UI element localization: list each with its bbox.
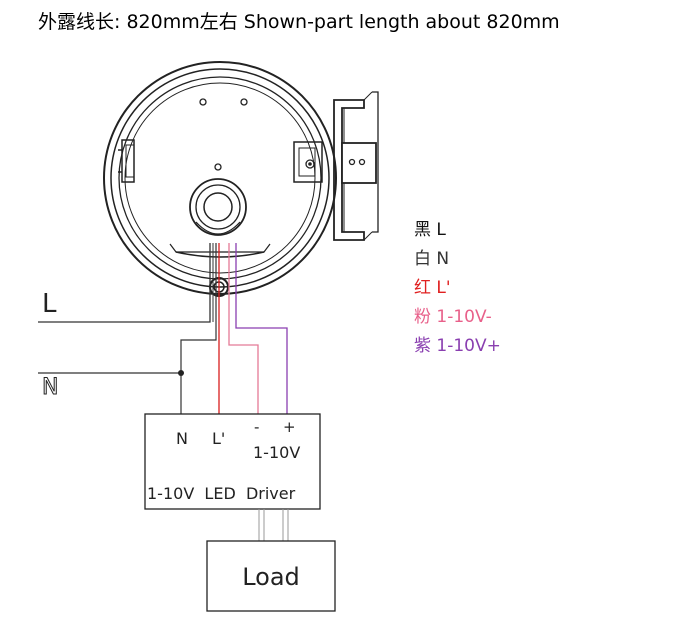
svg-text:白 N: 白 N [414,249,449,269]
bracket-icon [333,91,379,241]
wire-pink [228,243,259,414]
cable-gland-icon [189,178,247,236]
driver-terminal-l: L' [212,429,225,448]
hole-icon [199,98,207,106]
legend-item-red: 红 L' [414,278,451,298]
hole-icon [240,98,248,106]
svg-text:黑 L: 黑 L [414,220,446,240]
line-l-label: L [42,289,57,319]
svg-text:粉 1-10V-: 粉 1-10V- [414,307,492,327]
right-clip-icon [293,141,323,183]
output-wires [258,509,289,541]
load-label: Load [242,563,300,591]
load-box: Load [206,540,336,612]
driver-terminal-plus: + [283,418,296,436]
driver-terminal-n: N [176,429,188,448]
driver-label: 1-10V LED Driver [147,484,296,503]
driver-dim-label: 1-10V [253,443,300,462]
left-clip-icon [118,139,135,183]
line-n-label: N [42,375,58,400]
svg-text:紫 1-10V+: 紫 1-10V+ [414,336,501,356]
hole-icon [214,163,222,171]
driver-box: N L' - + 1-10V 1-10V LED Driver [144,413,321,510]
legend-item-black: 黑 L [414,220,446,240]
driver-terminal-minus: - [254,418,259,436]
wire-white [38,243,217,414]
wire-black [38,243,214,323]
wire-purple [235,243,288,414]
page-title: 外露线长: 820mm左右 Shown-part length about 82… [38,11,560,33]
legend-item-pink: 粉 1-10V- [414,307,492,327]
legend-item-white: 白 N [414,249,449,269]
legend-item-purple: 紫 1-10V+ [414,336,501,356]
wire-color-legend: 黑 L 白 N 红 L' 粉 1-10V- 紫 1-10V+ [414,220,501,356]
fixture-body [103,61,379,297]
svg-text:红 L': 红 L' [414,278,451,298]
